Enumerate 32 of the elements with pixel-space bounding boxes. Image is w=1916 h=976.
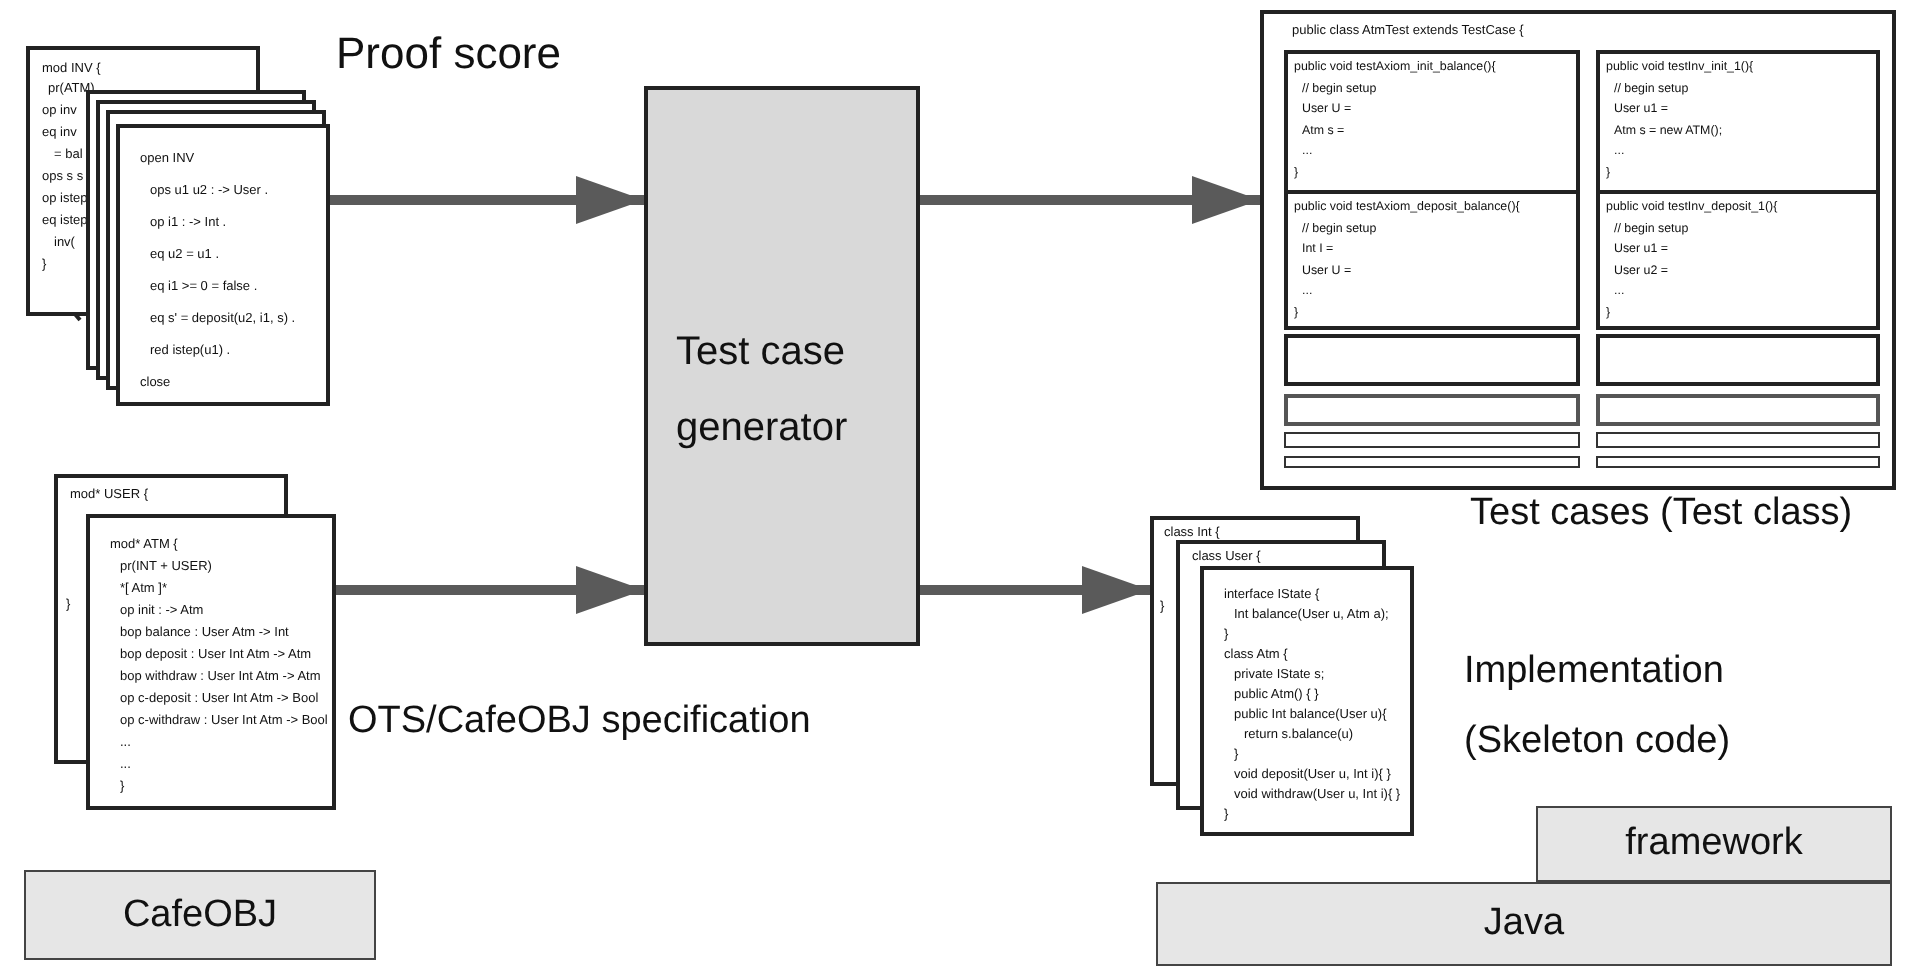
empty-box [1596,394,1880,426]
node-label: OTS/CafeOBJ specification [348,700,811,744]
arrow [920,566,1150,614]
document-stack [54,474,336,810]
document-stack [26,46,330,406]
layer-band [1156,882,1892,966]
arrow [336,566,644,614]
test-method-box [1596,190,1880,330]
band-label: framework [1625,822,1803,866]
node-label: Test cases (Test class) [1470,492,1853,536]
band-label: CafeOBJ [122,893,278,937]
test-class-box [1260,10,1896,490]
test-method-box [1284,50,1580,194]
band-label: Java [1483,902,1565,946]
node-label: Implementation (Skeleton code) [1464,648,1733,766]
node-label: Proof score [336,28,561,80]
empty-bar [1284,456,1580,468]
empty-bar [1596,432,1880,448]
arrow [330,176,644,224]
empty-box [1596,334,1880,386]
layer-band [1536,806,1892,882]
empty-bar [1284,432,1580,448]
process-box [644,86,920,646]
test-method-box [1596,50,1880,194]
document-stack [1150,516,1414,836]
layer-band [24,870,376,960]
empty-bar [1596,456,1880,468]
box-label: Test case generator [676,328,850,454]
empty-box [1284,394,1580,426]
arrow [920,176,1260,224]
empty-box [1284,334,1580,386]
test-method-box [1284,190,1580,330]
